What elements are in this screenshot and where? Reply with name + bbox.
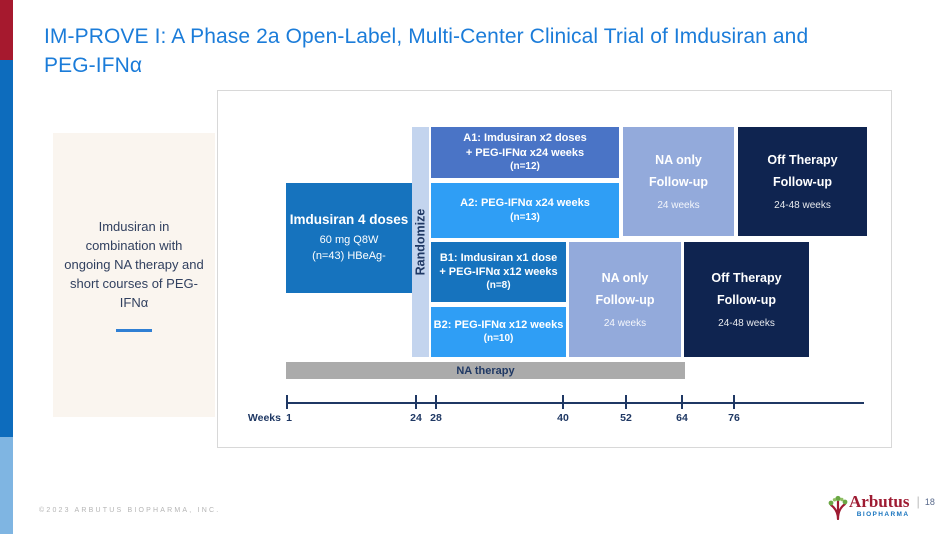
arm-a1-n: (n=12) [510, 160, 540, 172]
summary-panel: Imdusiran in combination with ongoing NA… [53, 133, 215, 417]
arm-b2-n: (n=10) [483, 333, 514, 345]
arm-a1-line2: + PEG-IFNα x24 weeks [465, 146, 585, 159]
off-therapy-top-line1: Off Therapy [767, 152, 838, 167]
lead-in-title: Imdusiran 4 doses [289, 211, 409, 227]
timeline-axis-label: Weeks [247, 412, 281, 424]
left-accent-blue-bar [0, 60, 13, 437]
left-accent-red-bar [0, 0, 13, 60]
arbutus-logo: Arbutus BIOPHARMA | 18 [827, 493, 935, 520]
arm-a2-line1: A2: PEG-IFNα x24 weeks [460, 197, 590, 210]
timeline-tick-28 [435, 395, 437, 409]
arm-a1-line1: A1: Imdusiran x2 doses [463, 132, 587, 145]
na-followup-bottom-duration: 24 weeks [603, 317, 647, 329]
logo-separator: | [916, 494, 920, 509]
timeline-label-1: 1 [286, 412, 292, 424]
arm-a1-box: A1: Imdusiran x2 doses + PEG-IFNα x24 we… [431, 127, 619, 178]
na-followup-top-duration: 24 weeks [657, 199, 700, 211]
off-therapy-bottom-line2: Follow-up [716, 293, 776, 307]
timeline-tick-40 [562, 395, 564, 409]
off-therapy-followup-top-box: Off Therapy Follow-up 24-48 weeks [738, 127, 867, 236]
off-therapy-bottom-duration: 24-48 weeks [718, 317, 775, 329]
trial-design-card: Imdusiran 4 doses 60 mg Q8W (n=43) HBeAg… [217, 90, 892, 448]
na-followup-top-box: NA only Follow-up 24 weeks [623, 127, 734, 236]
arm-b1-n: (n=8) [486, 280, 511, 292]
page-number: 18 [924, 497, 935, 507]
arm-b1-line2: + PEG-IFNα x12 weeks [439, 266, 558, 278]
timeline-tick-52 [625, 395, 627, 409]
arm-b2-box: B2: PEG-IFNα x12 weeks (n=10) [431, 307, 566, 357]
summary-underline [116, 328, 152, 332]
logo-name: Arbutus [849, 492, 910, 511]
timeline-axis [286, 402, 864, 404]
arm-b2-line1: B2: PEG-IFNα x12 weeks [433, 318, 564, 331]
arm-b1-line1: B1: Imdusiran x1 dose [439, 251, 558, 264]
off-therapy-top-line2: Follow-up [772, 175, 832, 189]
timeline-label-28: 28 [430, 412, 442, 424]
timeline-label-52: 52 [620, 412, 632, 424]
timeline-label-64: 64 [676, 412, 688, 424]
arm-a2-box: A2: PEG-IFNα x24 weeks (n=13) [431, 183, 619, 238]
off-therapy-followup-bottom-box: Off Therapy Follow-up 24-48 weeks [684, 242, 809, 357]
left-accent-lightblue-bar [0, 437, 13, 534]
timeline-label-76: 76 [728, 412, 740, 424]
lead-in-dose: 60 mg Q8W [319, 233, 379, 246]
summary-text: Imdusiran in combination with ongoing NA… [64, 219, 204, 310]
off-therapy-bottom-line1: Off Therapy [711, 270, 782, 285]
timeline-tick-64 [681, 395, 683, 409]
off-therapy-top-duration: 24-48 weeks [774, 199, 831, 211]
na-followup-bottom-line1: NA only [601, 270, 649, 285]
arm-b1-box: B1: Imdusiran x1 dose + PEG-IFNα x12 wee… [431, 242, 566, 302]
na-followup-top-line2: Follow-up [648, 175, 708, 189]
timeline-label-40: 40 [557, 412, 569, 424]
na-therapy-bar: NA therapy [286, 362, 685, 379]
randomize-label: Randomize [413, 208, 428, 276]
arbutus-tree-icon [828, 495, 848, 520]
randomize-column: Randomize [412, 127, 429, 357]
timeline-label-24: 24 [410, 412, 422, 424]
copyright-text: ©2023 ARBUTUS BIOPHARMA, INC. [39, 507, 221, 514]
na-followup-top-line1: NA only [655, 152, 702, 167]
timeline-tick-24 [415, 395, 417, 409]
timeline-tick-76 [733, 395, 735, 409]
lead-in-box: Imdusiran 4 doses 60 mg Q8W (n=43) HBeAg… [286, 183, 412, 293]
na-followup-bottom-box: NA only Follow-up 24 weeks [569, 242, 681, 357]
timeline-tick-1 [286, 395, 288, 409]
na-followup-bottom-line2: Follow-up [595, 293, 655, 307]
arm-a2-n: (n=13) [510, 211, 540, 223]
logo-subtitle: BIOPHARMA [856, 511, 910, 518]
lead-in-n: (n=43) HBeAg- [312, 249, 386, 262]
na-therapy-label: NA therapy [456, 364, 515, 377]
slide-title: IM-PROVE I: A Phase 2a Open-Label, Multi… [44, 25, 809, 77]
